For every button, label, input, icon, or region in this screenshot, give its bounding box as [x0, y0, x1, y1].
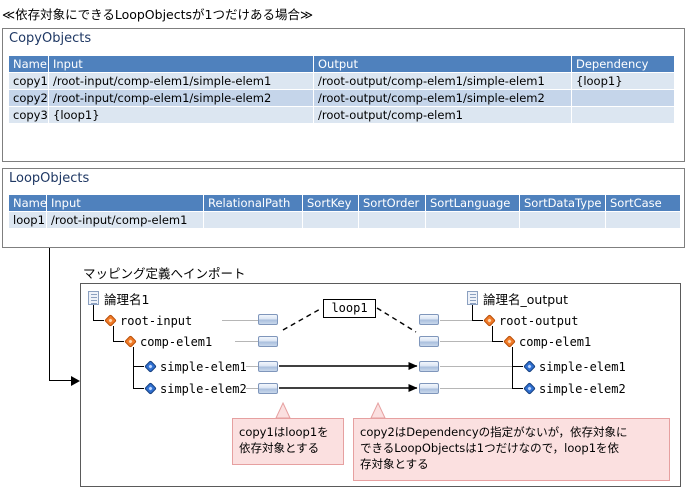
cell-name: copy3	[8, 106, 49, 124]
port-leader-line	[440, 388, 512, 389]
input-port[interactable]	[258, 314, 278, 325]
cell-input: /root-input/comp-elem1/simple-elem1	[48, 72, 314, 90]
output-node-simple-elem1: simple-elem1	[539, 360, 626, 374]
tree-line	[472, 305, 473, 320]
mapping-section-title: マッピング定義へインポート	[83, 266, 246, 281]
tree-line	[133, 347, 134, 389]
cell-name: copy2	[8, 89, 49, 107]
port-leader-line	[246, 366, 258, 367]
output-node-simple-elem2: simple-elem2	[539, 382, 626, 396]
tree-line	[512, 388, 523, 389]
col-dependency: Dependency	[571, 55, 675, 73]
document-icon	[88, 291, 99, 305]
tree-line	[472, 320, 483, 321]
table-header-row: Name Input Output Dependency	[8, 55, 675, 73]
output-port[interactable]	[419, 361, 439, 372]
flow-arrow-head	[71, 376, 80, 386]
input-port[interactable]	[258, 361, 278, 372]
col-input: Input	[48, 55, 314, 73]
port-leader-line	[235, 341, 258, 342]
cell-sortdatatype	[519, 211, 606, 229]
col-output: Output	[313, 55, 572, 73]
col-sortorder: SortOrder	[358, 194, 426, 212]
cell-output: /root-output/comp-elem1	[313, 106, 572, 124]
cell-input: {loop1}	[48, 106, 314, 124]
output-node-root-output: root-output	[499, 314, 579, 328]
tree-line	[512, 366, 523, 367]
flow-arrow-vertical	[49, 248, 50, 380]
port-leader-line	[222, 320, 258, 321]
cell-sortkey	[302, 211, 359, 229]
cell-name: copy1	[8, 72, 49, 90]
copyobjects-table: Name Input Output Dependency copy1 /root…	[8, 55, 675, 124]
flow-arrow-horizontal	[49, 380, 73, 381]
tree-line	[133, 388, 144, 389]
input-tree-root-label: 論理名1	[104, 292, 150, 307]
cell-name: loop1	[8, 211, 47, 229]
col-sortdatatype: SortDataType	[519, 194, 606, 212]
col-sortkey: SortKey	[302, 194, 359, 212]
cell-output: /root-output/comp-elem1/simple-elem1	[313, 72, 572, 90]
input-node-simple-elem1: simple-elem1	[160, 360, 247, 374]
col-name: Name	[8, 194, 47, 212]
loopobjects-table: Name Input RelationalPath SortKey SortOr…	[8, 194, 681, 229]
copyobjects-title: CopyObjects	[9, 31, 92, 46]
output-port[interactable]	[419, 314, 439, 325]
cell-input: /root-input/comp-elem1/simple-elem2	[48, 89, 314, 107]
col-relationalpath: RelationalPath	[203, 194, 303, 212]
cell-input: /root-input/comp-elem1	[46, 211, 204, 229]
table-row: copy2 /root-input/comp-elem1/simple-elem…	[8, 89, 675, 107]
cell-sortcase	[605, 211, 681, 229]
table-row: copy1 /root-input/comp-elem1/simple-elem…	[8, 72, 675, 90]
cell-dependency: {loop1}	[571, 72, 675, 90]
tree-line	[113, 341, 124, 342]
tree-line	[492, 326, 493, 341]
table-header-row: Name Input RelationalPath SortKey SortOr…	[8, 194, 681, 212]
table-row: copy3 {loop1} /root-output/comp-elem1	[8, 106, 675, 124]
cell-dependency	[571, 89, 675, 107]
col-name: Name	[8, 55, 49, 73]
loopobjects-title: LoopObjects	[9, 171, 90, 186]
loop1-box[interactable]: loop1	[323, 299, 376, 318]
input-node-comp-elem1: comp-elem1	[140, 335, 213, 349]
callout-copy1: copy1はloop1を 依存対象とする	[232, 418, 344, 465]
port-leader-line	[440, 320, 472, 321]
page-title: ≪依存対象にできるLoopObjectsが1つだけある場合≫	[2, 7, 314, 22]
output-port[interactable]	[419, 383, 439, 394]
tree-line	[133, 366, 144, 367]
input-port[interactable]	[258, 383, 278, 394]
port-leader-line	[440, 341, 492, 342]
output-node-comp-elem1: comp-elem1	[519, 335, 592, 349]
cell-dependency	[571, 106, 675, 124]
output-tree-root-label: 論理名_output	[483, 292, 568, 307]
tree-line	[512, 347, 513, 389]
document-icon	[467, 291, 478, 305]
tree-line	[93, 305, 94, 320]
tree-line	[492, 341, 503, 342]
input-port[interactable]	[258, 336, 278, 347]
col-sortlanguage: SortLanguage	[425, 194, 520, 212]
col-input: Input	[46, 194, 204, 212]
input-node-simple-elem2: simple-elem2	[160, 382, 247, 396]
cell-sortlanguage	[425, 211, 520, 229]
cell-sortorder	[358, 211, 426, 229]
port-leader-line	[246, 388, 258, 389]
table-row: loop1 /root-input/comp-elem1	[8, 211, 681, 229]
port-leader-line	[440, 366, 512, 367]
tree-line	[113, 326, 114, 341]
output-port[interactable]	[419, 336, 439, 347]
callout-copy2: copy2はDependencyの指定がないが，依存対象に できるLoopObj…	[353, 418, 670, 481]
col-sortcase: SortCase	[605, 194, 681, 212]
cell-output: /root-output/comp-elem1/simple-elem2	[313, 89, 572, 107]
cell-relationalpath	[203, 211, 303, 229]
input-node-root-input: root-input	[120, 314, 193, 328]
tree-line	[93, 320, 104, 321]
